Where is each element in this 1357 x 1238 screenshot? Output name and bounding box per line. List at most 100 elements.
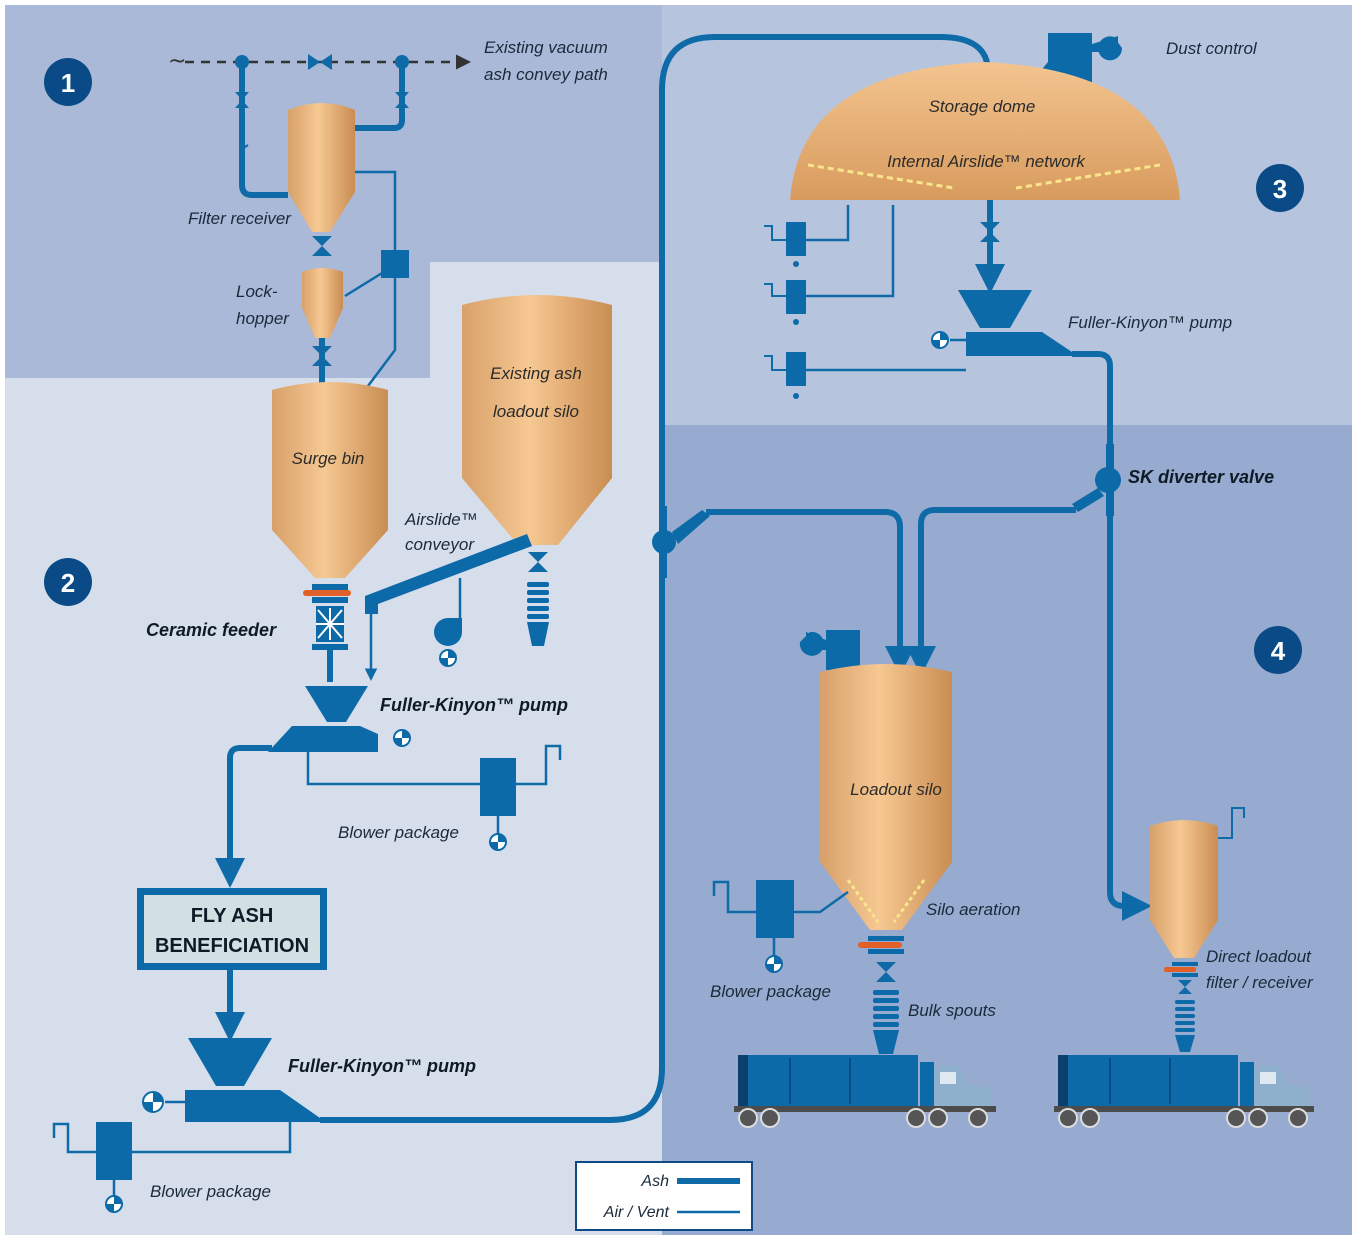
aeration-blower-2 [786,280,806,314]
zone-badge-2-text: 2 [61,568,75,598]
fk-pump-bottom [142,1038,320,1122]
sk-diverter-valve-icon [1072,444,1121,516]
bulk-spout-icon [873,990,899,1054]
silo-aeration-label: Silo aeration [926,900,1021,919]
surge-bin-label: Surge bin [292,449,365,468]
airslide-label-2: conveyor [405,535,475,554]
blower-package-bottom-label: Blower package [150,1182,271,1201]
existing-silo-label-1: Existing ash [490,364,582,383]
fk-pump-zone3 [931,290,1072,356]
bulk-spouts-label: Bulk spouts [908,1001,996,1020]
lock-hopper-label-2: hopper [236,309,290,328]
blower-package-zone4-label: Blower package [710,982,831,1001]
airslide-fan-icon [434,618,462,646]
internal-airslide-network [807,163,1161,190]
legend: Ash Air / Vent [575,1161,753,1231]
direct-loadout-valve-icon [1178,980,1192,994]
legend-air-vent-label: Air / Vent [603,1204,670,1221]
direct-loadout-label-1: Direct loadout [1206,947,1312,966]
pipe-fk3-to-diverter [1072,351,1113,460]
direct-loadout-label-2: filter / receiver [1206,973,1314,992]
fly-ash-label-1: FLY ASH [191,905,274,927]
zone-badge-1: 1 [44,58,92,106]
fly-ash-beneficiation-box: FLY ASH BENEFICIATION [137,888,327,970]
loadout-valve-icon [876,962,896,982]
pipe-to-loadout-left [706,509,915,676]
zone1-valves [235,92,409,152]
airslide-conveyor [364,534,532,681]
fk-pump-zone2 [268,686,411,752]
silo-aeration-pads [846,879,926,923]
legend-ash-label: Ash [640,1173,669,1190]
vent-filter-box [381,250,409,278]
loadout-silo-label: Loadout silo [850,780,942,799]
fk-pump-bottom-motor-icon [142,1091,185,1113]
diverter-valve-left-icon [652,506,710,578]
vacuum-branch-valve-left-icon [235,92,249,108]
truck-2-icon [1054,1055,1314,1128]
loadout-silo-dust-control [799,630,860,670]
surge-bin [272,382,388,578]
loadout-silo [820,664,952,930]
pipe-diverter-to-direct-loadout [1107,516,1152,921]
truck-1-icon [734,1055,996,1128]
fk-pump-zone3-label: Fuller-Kinyon™ pump [1068,313,1232,332]
dome-discharge [975,200,1005,294]
direct-feeder-heater-icon [1164,967,1196,972]
lock-hopper [302,268,343,366]
existing-vacuum-path: ~ [168,49,471,74]
pipe-to-beneficiation [215,745,272,888]
dust-fan-icon [1092,36,1123,61]
lock-hopper-valve-icon [312,346,332,366]
fk-pump-zone3-motor-icon [931,331,949,349]
existing-silo-spout-icon [527,582,549,646]
fly-ash-label-2: BENEFICIATION [155,935,309,957]
zone-badge-4-text: 4 [1271,636,1286,666]
direct-loadout-spout-icon [1175,1000,1195,1052]
pipe-diverter-to-loadout [906,507,1076,676]
blower-zone2-motor-icon [489,833,507,851]
dome-aeration-blowers [764,205,966,399]
internal-airslide-label: Internal Airslide™ network [887,152,1086,171]
zone-badge-4: 4 [1254,626,1302,674]
ceramic-feeder [303,584,351,682]
zone-badge-3-text: 3 [1273,174,1287,204]
storage-dome [790,62,1180,200]
filter-receiver-valve-icon [312,236,332,256]
blower-package-bottom [52,1122,292,1213]
loadout-dust-fan-icon [799,631,826,656]
blower-zone4-motor-icon [765,955,783,973]
existing-vacuum-label-1: Existing vacuum [484,38,608,57]
rotary-feeder-icon [316,608,344,640]
fk-pump-bottom-label: Fuller-Kinyon™ pump [288,1056,476,1076]
vacuum-branch-valve-right-icon [395,92,409,108]
zone-badge-2: 2 [44,558,92,606]
aeration-blower-3 [786,352,806,386]
airslide-label-1: Airslide™ [404,510,478,529]
loadout-feeder-heater-icon [858,942,902,948]
blower-bottom-motor-icon [105,1195,123,1213]
vacuum-isolation-valve-icon [308,54,332,70]
storage-dome-label: Storage dome [929,97,1036,116]
main-transport-pipe [320,34,1003,1123]
filter-receiver-label: Filter receiver [188,209,292,228]
blower-package-zone4 [712,880,849,973]
blower-package-zone2 [306,744,562,851]
feeder-heater-icon [303,590,351,596]
lock-hopper-label-1: Lock- [236,282,278,301]
ceramic-feeder-label: Ceramic feeder [146,620,277,640]
sk-diverter-label: SK diverter valve [1128,467,1274,487]
zone-badge-3: 3 [1256,164,1304,212]
airslide-fan-motor-icon [439,649,457,667]
blower-package-zone2-label: Blower package [338,823,459,842]
svg-text:~: ~ [168,49,186,74]
dome-discharge-valve-icon [980,222,1000,242]
existing-vacuum-label-2: ash convey path [484,65,608,84]
existing-silo-valve-icon [528,552,548,572]
aeration-blower-1 [786,222,806,256]
filter-receiver [288,103,355,256]
existing-ash-loadout-silo [462,295,612,646]
fk-pump-zone2-motor-icon [393,729,411,747]
